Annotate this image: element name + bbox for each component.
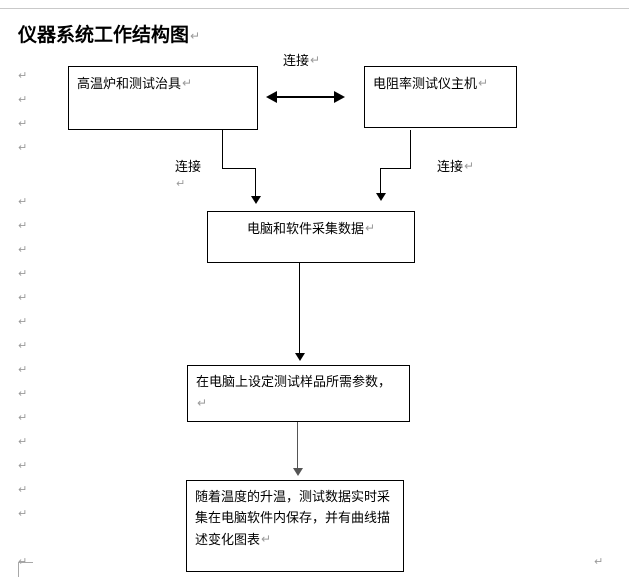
flowchart-node-set-parameters-label: 在电脑上设定测试样品所需参数， ↵: [188, 366, 409, 415]
page-margin-corner-mark: [18, 562, 33, 577]
paragraph-mark-icon: ↵: [18, 267, 28, 280]
paragraph-mark-icon: ↵: [364, 221, 376, 235]
paragraph-mark-icon: ↵: [197, 396, 208, 410]
node-label-text: 电阻率测试仪主机: [373, 77, 478, 92]
paragraph-mark-icon: ↵: [310, 53, 321, 67]
connector-left-arrowhead-icon: [251, 196, 261, 204]
paragraph-mark-icon: ↵: [18, 555, 28, 568]
edge-label-text: 连接: [283, 54, 310, 69]
page-title-text: 仪器系统工作结构图: [18, 24, 190, 46]
flowchart-node-realtime-record-label: 随着温度的升温，测试数据实时采集在电脑软件内保存，并有曲线描述变化图表↵: [187, 481, 403, 551]
connector-parameters-to-record-line: [297, 422, 298, 470]
edge-label-text: 连接: [175, 160, 202, 175]
page-top-rule: [0, 8, 629, 9]
edge-label-text: 连接: [437, 160, 464, 175]
paragraph-mark-icon: ↵: [18, 117, 28, 130]
node-label-text: 随着温度的升温，测试数据实时采集在电脑软件内保存，并有曲线描述变化图表: [195, 490, 391, 548]
paragraph-mark-icon: ↵: [18, 195, 28, 208]
connector-right-segment-horizontal: [380, 168, 411, 169]
paragraph-mark-icon: ↵: [18, 291, 28, 304]
paragraph-mark-icon: ↵: [182, 76, 193, 90]
connector-right-arrowhead-icon: [376, 193, 386, 201]
paragraph-mark-icon: ↵: [18, 141, 28, 154]
paragraph-mark-icon: ↵: [190, 29, 201, 43]
paragraph-mark-icon: ↵: [18, 483, 28, 496]
connector-arrowhead-right-icon: [334, 91, 345, 103]
paragraph-mark-icon: ↵: [18, 387, 28, 400]
flowchart-node-pc-acquisition[interactable]: 电脑和软件采集数据↵: [207, 211, 415, 263]
paragraph-mark-icon: ↵: [464, 159, 475, 173]
connector-left-segment-horizontal: [222, 168, 256, 169]
paragraph-mark-icon: ↵: [18, 435, 28, 448]
page-title: 仪器系统工作结构图↵: [18, 20, 200, 47]
node-label-text: 高温炉和测试治具: [77, 77, 182, 92]
paragraph-mark-icon: ↵: [18, 315, 28, 328]
paragraph-mark-icon: ↵: [18, 459, 28, 472]
flowchart-node-furnace[interactable]: 高温炉和测试治具↵: [68, 66, 258, 130]
paragraph-mark-icon: ↵: [18, 507, 28, 520]
connector-left-segment-vertical-upper: [222, 130, 223, 169]
connector-acquisition-to-parameters-line: [299, 263, 300, 355]
connector-parameters-to-record-arrowhead-icon: [293, 468, 303, 476]
node-label-text: 在电脑上设定测试样品所需参数，: [196, 375, 392, 390]
connector-acquisition-to-parameters-arrowhead-icon: [295, 353, 305, 361]
flowchart-node-resistivity-meter-label: 电阻率测试仪主机↵: [365, 67, 516, 95]
flowchart-node-furnace-label: 高温炉和测试治具↵: [69, 67, 257, 95]
paragraph-mark-icon: ↵: [18, 69, 28, 82]
node-label-text: 电脑和软件采集数据: [246, 222, 364, 237]
edge-label-link-right: 连接↵: [437, 156, 474, 175]
connector-arrowhead-left-icon: [266, 91, 277, 103]
paragraph-mark-icon: ↵: [594, 555, 604, 568]
paragraph-mark-icon: ↵: [261, 532, 272, 546]
flowchart-node-set-parameters[interactable]: 在电脑上设定测试样品所需参数， ↵: [187, 365, 410, 422]
paragraph-mark-icon: ↵: [18, 411, 28, 424]
connector-right-segment-vertical-lower: [380, 168, 381, 195]
flowchart-node-resistivity-meter[interactable]: 电阻率测试仪主机↵: [364, 66, 517, 128]
paragraph-mark-icon: ↵: [18, 363, 28, 376]
paragraph-mark-icon: ↵: [478, 76, 489, 90]
flowchart-node-realtime-record[interactable]: 随着温度的升温，测试数据实时采集在电脑软件内保存，并有曲线描述变化图表↵: [186, 480, 404, 572]
connector-left-segment-vertical-lower: [255, 168, 256, 198]
connector-bidirectional-line: [276, 96, 338, 98]
edge-label-link-left: 连接: [175, 156, 201, 175]
flowchart-node-pc-acquisition-label: 电脑和软件采集数据↵: [208, 212, 414, 240]
paragraph-mark-icon: ↵: [18, 93, 28, 106]
edge-label-link-top: 连接↵: [283, 50, 320, 69]
paragraph-mark-icon: ↵: [18, 243, 28, 256]
paragraph-mark-icon: ↵: [176, 177, 186, 190]
connector-right-segment-vertical-upper: [410, 130, 411, 169]
paragraph-mark-icon: ↵: [18, 339, 28, 352]
paragraph-mark-icon: ↵: [18, 219, 28, 232]
